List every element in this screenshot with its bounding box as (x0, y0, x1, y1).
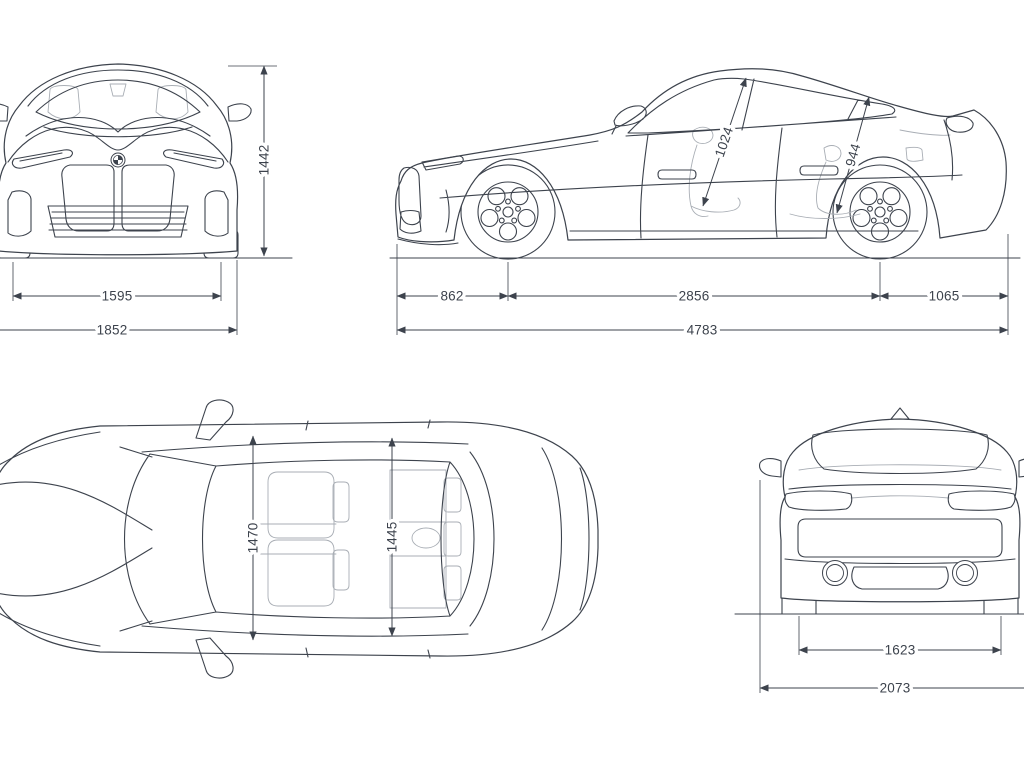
side-wheelbase-dim-label: 2856 (679, 289, 710, 304)
side-wheel-lugs (495, 198, 893, 224)
side-headroom-rear-dim-line (835, 96, 871, 214)
rear-track-dim-label: 1623 (885, 643, 916, 658)
front-height-dim-label: 1442 (257, 145, 272, 176)
top-view: 1470 1445 (0, 399, 599, 679)
side-front-overhang-dim-label: 862 (440, 289, 463, 304)
top-body-outline (0, 421, 599, 657)
rear-width-dim-label: 2073 (880, 681, 911, 696)
front-track-dim-label: 1595 (102, 289, 133, 304)
side-view: 1024 944 862 2856 1065 4783 (389, 68, 1021, 341)
top-mirrors (195, 399, 234, 679)
front-extension-lines (12, 65, 277, 335)
roundel-quarters (113, 155, 123, 165)
front-width-dim-label: 1852 (97, 323, 128, 338)
top-front-width-dim-label: 1470 (246, 523, 261, 554)
front-kidney-grille (61, 164, 175, 232)
front-body-details (0, 69, 252, 238)
top-dimensions: 1470 1445 (242, 435, 403, 641)
top-body-details (0, 419, 590, 659)
side-headroom-front-dim-line (702, 77, 747, 207)
top-rear-width-dim-label: 1445 (385, 522, 400, 553)
front-view: 1595 1852 1442 (0, 63, 293, 341)
rear-dimensions: 1623 2073 (759, 480, 1024, 699)
rear-exhaust-right-inner (956, 564, 974, 582)
side-extension-lines (396, 234, 1009, 335)
top-interior-seats (251, 469, 462, 609)
bmw-roundel (110, 152, 126, 168)
rear-shoulder-lines (798, 464, 1002, 499)
front-dimensions: 1595 1852 1442 (0, 65, 277, 341)
side-length-dim-label: 4783 (687, 323, 718, 338)
rear-body-outline (779, 418, 1021, 603)
side-wheel-tires-rims (460, 164, 928, 260)
side-rear-overhang-dim-label: 1065 (929, 289, 960, 304)
rear-exhausts (822, 560, 978, 586)
front-interior-seats (47, 83, 189, 120)
rear-body-details (759, 407, 1024, 590)
rear-exhaust-left-inner (826, 564, 844, 582)
rear-view: 1623 2073 (734, 407, 1024, 699)
